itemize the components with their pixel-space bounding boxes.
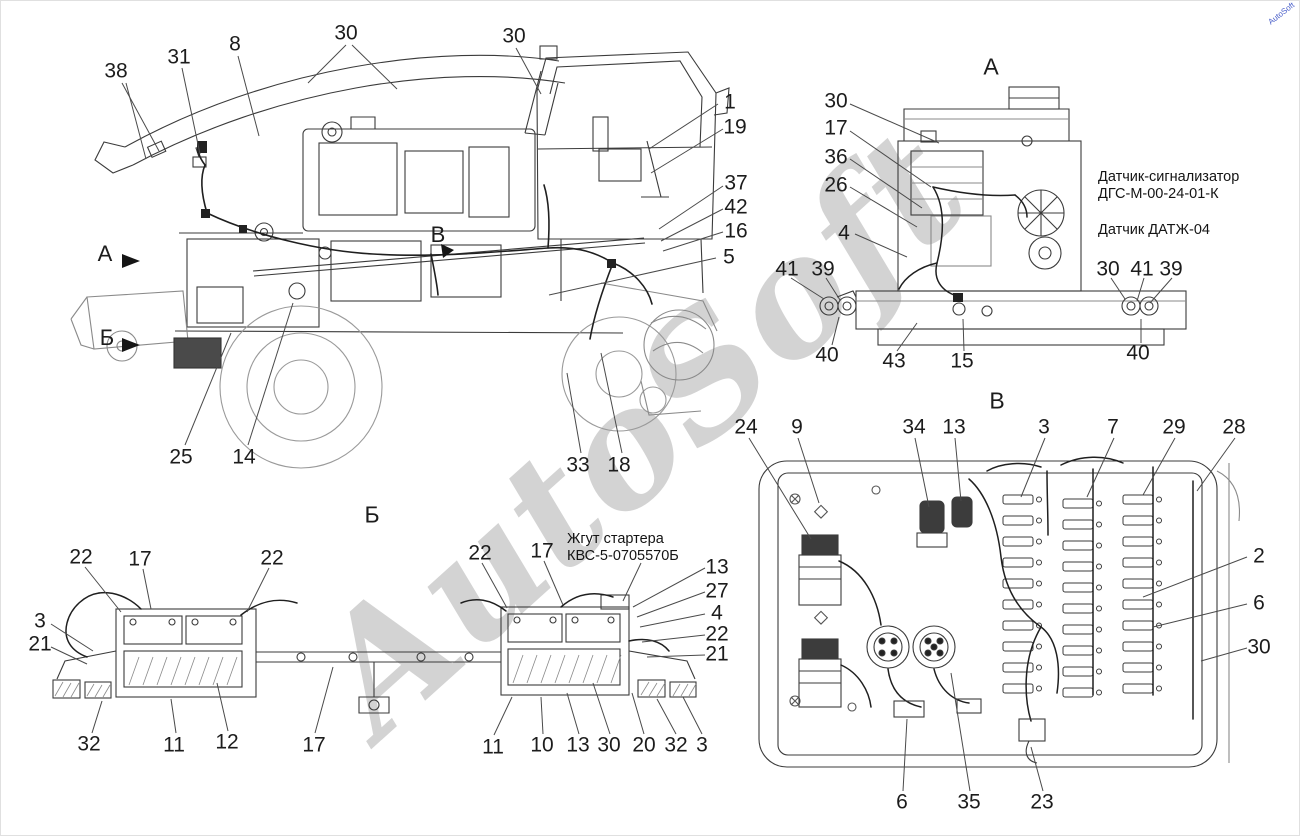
callout-number: 3 [696, 733, 708, 757]
callout-number: 1 [724, 90, 736, 114]
callout-number: 34 [902, 415, 926, 439]
callout-number: 6 [896, 790, 908, 814]
callout-number: 30 [597, 733, 621, 757]
callout-number: 23 [1030, 790, 1054, 814]
callout-number: 33 [566, 453, 590, 477]
callout-number: 2 [1253, 544, 1265, 568]
callout-number: 22 [468, 541, 492, 565]
main-view-drawing [70, 45, 730, 469]
view-v-drawing [758, 456, 1240, 768]
callout-number: 5 [723, 245, 735, 269]
view-title-v: В [989, 387, 1005, 414]
section-marker-v: В [430, 222, 446, 247]
callout-number: 3 [34, 609, 46, 633]
callout-number: 36 [824, 145, 848, 169]
callout-number: 14 [232, 445, 256, 469]
callout-number: 21 [705, 642, 729, 666]
callout-number: 30 [1247, 635, 1271, 659]
view-title-a: А [983, 53, 999, 80]
callout-number: 8 [229, 32, 241, 56]
starter-harness-annotation: Жгут стартера КВС-5-0705570Б [567, 531, 679, 565]
callout-number: 17 [128, 547, 152, 571]
callout-number: 22 [705, 622, 729, 646]
sensor-signal-annotation: Датчик-сигнализатор ДГС-М-00-24-01-К [1098, 169, 1240, 203]
callout-number: 40 [1126, 341, 1150, 365]
callout-number: 39 [1159, 257, 1183, 281]
callout-number: 17 [302, 733, 326, 757]
callout-number: 11 [163, 733, 185, 757]
callout-number: 35 [957, 790, 981, 814]
callout-number: 21 [28, 632, 52, 656]
callout-number: 40 [815, 343, 839, 367]
callout-number: 4 [711, 601, 723, 625]
callout-number: 28 [1222, 415, 1246, 439]
callout-number: 30 [502, 24, 526, 48]
callout-number: 10 [530, 733, 554, 757]
callout-number: 13 [942, 415, 966, 439]
callout-number: 30 [824, 89, 848, 113]
callout-number: 13 [705, 555, 729, 579]
callout-number: 24 [734, 415, 758, 439]
callout-number: 26 [824, 173, 848, 197]
callout-number: 39 [811, 257, 835, 281]
callout-number: 32 [77, 732, 101, 756]
callout-number: 19 [723, 115, 747, 139]
sensor-datzh-annotation: Датчик ДАТЖ-04 [1098, 222, 1210, 238]
callout-number: 27 [705, 579, 729, 603]
leader-lines [50, 44, 1248, 792]
callout-number: 9 [791, 415, 803, 439]
callout-number: 30 [1096, 257, 1120, 281]
callout-number: 41 [775, 257, 799, 281]
callout-number: 43 [882, 349, 906, 373]
callout-number: 7 [1107, 415, 1119, 439]
callout-number: 17 [824, 116, 848, 140]
callout-number: 41 [1130, 257, 1154, 281]
callout-number: 30 [334, 21, 358, 45]
callout-number: 22 [260, 546, 284, 570]
callout-number: 6 [1253, 591, 1265, 615]
callout-number: 4 [838, 221, 850, 245]
callout-number: 42 [724, 195, 748, 219]
callout-number: 32 [664, 733, 688, 757]
callout-number: 16 [724, 219, 748, 243]
callout-number: 12 [215, 730, 239, 754]
section-marker-a: А [97, 241, 113, 266]
callout-number: 20 [632, 733, 656, 757]
callout-number: 15 [950, 349, 974, 373]
section-arrows [122, 244, 454, 352]
callout-number: 17 [530, 539, 554, 563]
callout-number: 11 [482, 735, 504, 759]
callout-number: 29 [1162, 415, 1186, 439]
callout-number: 18 [607, 453, 631, 477]
callout-number: 37 [724, 171, 748, 195]
view-b-drawing [52, 591, 697, 714]
callout-number: 38 [104, 59, 128, 83]
view-a-drawing [819, 86, 1187, 346]
callout-number: 22 [69, 545, 93, 569]
callout-number: 13 [566, 733, 590, 757]
callout-number: 31 [167, 45, 191, 69]
section-marker-b: Б [99, 325, 115, 350]
view-title-b: Б [364, 501, 380, 528]
callout-number: 25 [169, 445, 193, 469]
callout-number: 3 [1038, 415, 1050, 439]
